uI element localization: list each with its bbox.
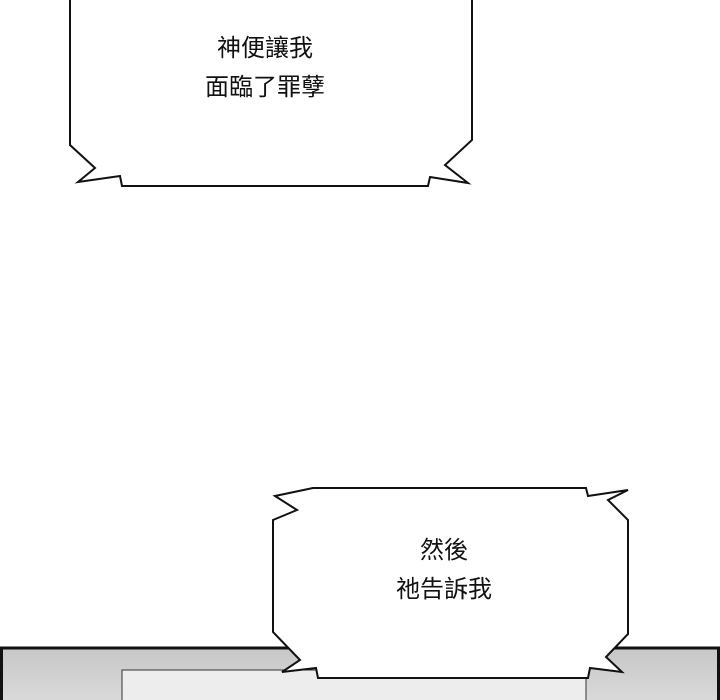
speech-bubble-1 (69, 0, 473, 187)
bubble-1-line-2: 面臨了罪孽 (205, 73, 325, 101)
bubble-1-text: 神便讓我 面臨了罪孽 (165, 29, 365, 107)
bubble-1-line-1: 神便讓我 (217, 34, 313, 62)
speech-bubble-2 (272, 487, 629, 679)
bubble-2-line-2: 祂告訴我 (396, 575, 492, 603)
bubble-2-line-1: 然後 (420, 536, 468, 564)
bubble-2-text: 然後 祂告訴我 (344, 531, 544, 609)
